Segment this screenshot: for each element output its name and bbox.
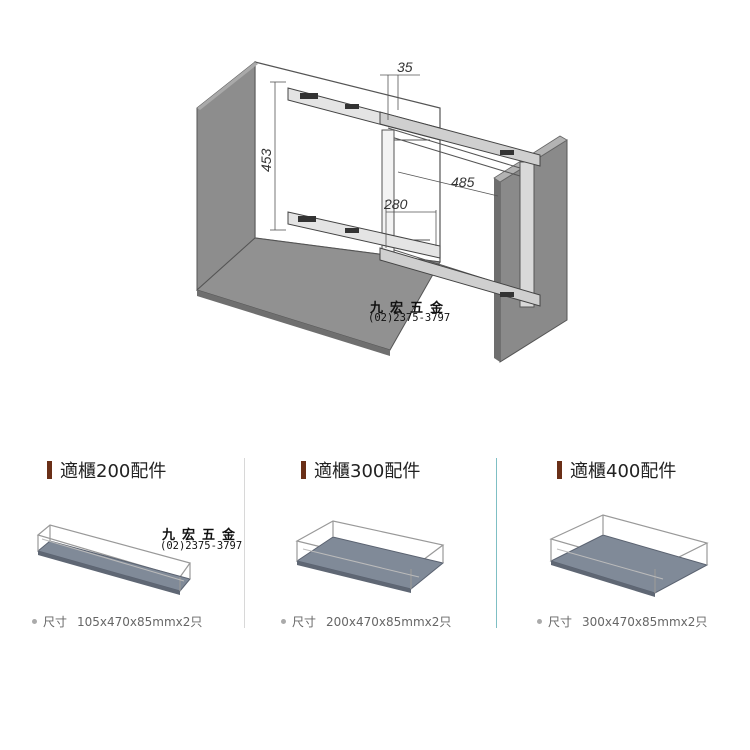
size-info: 尺寸 200x470x85mmx2只 — [281, 613, 451, 630]
accessory-panel-400: 適櫃400配件 尺寸 300x470x85mmx2只 — [497, 445, 750, 645]
cabinet-drawing: 35 453 485 280 — [196, 59, 568, 363]
bullet-dot — [32, 619, 37, 624]
bullet-dot — [537, 619, 542, 624]
panel-title: 適櫃300配件 — [301, 457, 420, 483]
panel-title-text: 適櫃300配件 — [314, 461, 421, 482]
size-label: 尺寸 — [292, 615, 317, 629]
bullet-dot — [281, 619, 286, 624]
title-accent-bar — [47, 461, 52, 479]
panel-title: 適櫃200配件 — [47, 457, 166, 483]
panel-title-text: 適櫃200配件 — [60, 461, 167, 482]
title-accent-bar — [301, 461, 306, 479]
panel-divider-2 — [496, 458, 497, 628]
dim-top-label: 35 — [397, 59, 413, 75]
size-value: 300x470x85mmx2只 — [582, 615, 708, 629]
size-label: 尺寸 — [548, 615, 573, 629]
dim-height-label: 453 — [258, 148, 274, 172]
dim-depth-label: 485 — [451, 174, 475, 190]
brand-name-bottom: 九宏五金 — [162, 528, 243, 543]
accessory-panel-300: 適櫃300配件 尺寸 200x470x85mmx2只 — [245, 445, 496, 645]
cabinet-diagram: 35 453 485 280 — [196, 59, 568, 363]
panel-title-text: 適櫃400配件 — [570, 461, 677, 482]
basket-image — [295, 520, 445, 593]
upper-slide-rail — [287, 87, 541, 167]
size-info: 尺寸 105x470x85mmx2只 — [32, 613, 202, 630]
brand-name-top: 九宏五金 — [370, 301, 451, 316]
accessory-panel-200: 適櫃200配件 尺寸 105x470x85mmx2只 — [0, 445, 244, 645]
size-label: 尺寸 — [43, 615, 68, 629]
dimension-lines — [270, 74, 499, 248]
lower-slide-rail — [287, 211, 541, 307]
title-accent-bar — [557, 461, 562, 479]
size-info: 尺寸 300x470x85mmx2只 — [537, 613, 707, 630]
basket-image — [36, 524, 191, 595]
brand-phone-top: (02)2375-3797 — [368, 312, 451, 324]
panel-divider-1 — [244, 458, 245, 628]
dim-inner-label: 280 — [383, 196, 408, 212]
basket-image — [549, 514, 709, 597]
brand-phone-bottom: (02)2375-3797 — [160, 540, 243, 552]
size-value: 200x470x85mmx2只 — [326, 615, 452, 629]
size-value: 105x470x85mmx2只 — [77, 615, 203, 629]
panel-title: 適櫃400配件 — [557, 457, 676, 483]
